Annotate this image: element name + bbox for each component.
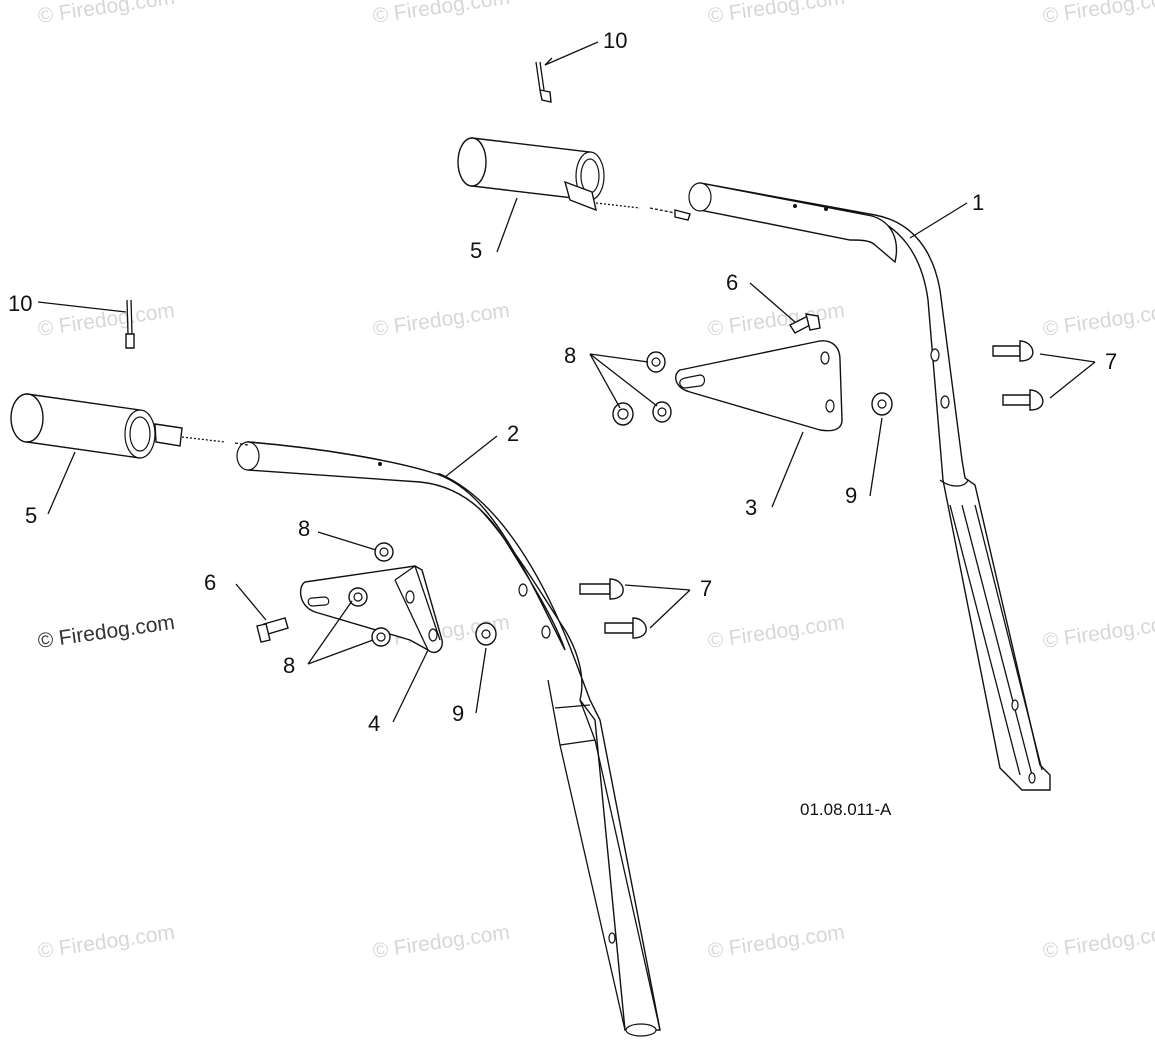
figure-code: 01.08.011-A (800, 800, 892, 819)
rivet-lower (125, 299, 135, 349)
callout-8: 8 (283, 653, 296, 678)
callout-5: 5 (470, 238, 483, 263)
bolt-6-lower (256, 617, 289, 643)
washer-9-lower (475, 622, 497, 646)
callout-3: 3 (745, 495, 758, 520)
callout-10: 10 (8, 291, 33, 316)
callout-8: 8 (564, 343, 577, 368)
carriage-bolts-7-left (579, 578, 647, 639)
callout-2: 2 (507, 421, 520, 446)
grip-upper (457, 137, 691, 221)
nuts-8-lower (348, 542, 394, 647)
bracket-3 (674, 340, 843, 432)
handle-tube-2 (236, 441, 661, 1037)
callout-1: 1 (972, 190, 985, 215)
callout-7: 7 (1105, 349, 1118, 374)
bolt-6-upper (788, 313, 821, 334)
callout-7: 7 (700, 576, 713, 601)
callout-10: 10 (603, 28, 628, 53)
carriage-bolts-7-right (992, 340, 1044, 411)
callout-4: 4 (368, 711, 381, 736)
callout-6: 6 (726, 270, 739, 295)
nuts-8-upper (612, 351, 672, 426)
callout-5: 5 (25, 503, 38, 528)
callout-9: 9 (845, 483, 858, 508)
grip-lower (10, 393, 249, 459)
bracket-4 (299, 564, 443, 654)
callout-6: 6 (204, 570, 217, 595)
rivet-upper (535, 61, 552, 103)
leader-lines (37, 41, 1096, 723)
handle-tube-1 (688, 182, 1051, 791)
washer-9-upper (871, 392, 893, 416)
callout-9: 9 (452, 701, 465, 726)
callout-8: 8 (298, 516, 311, 541)
